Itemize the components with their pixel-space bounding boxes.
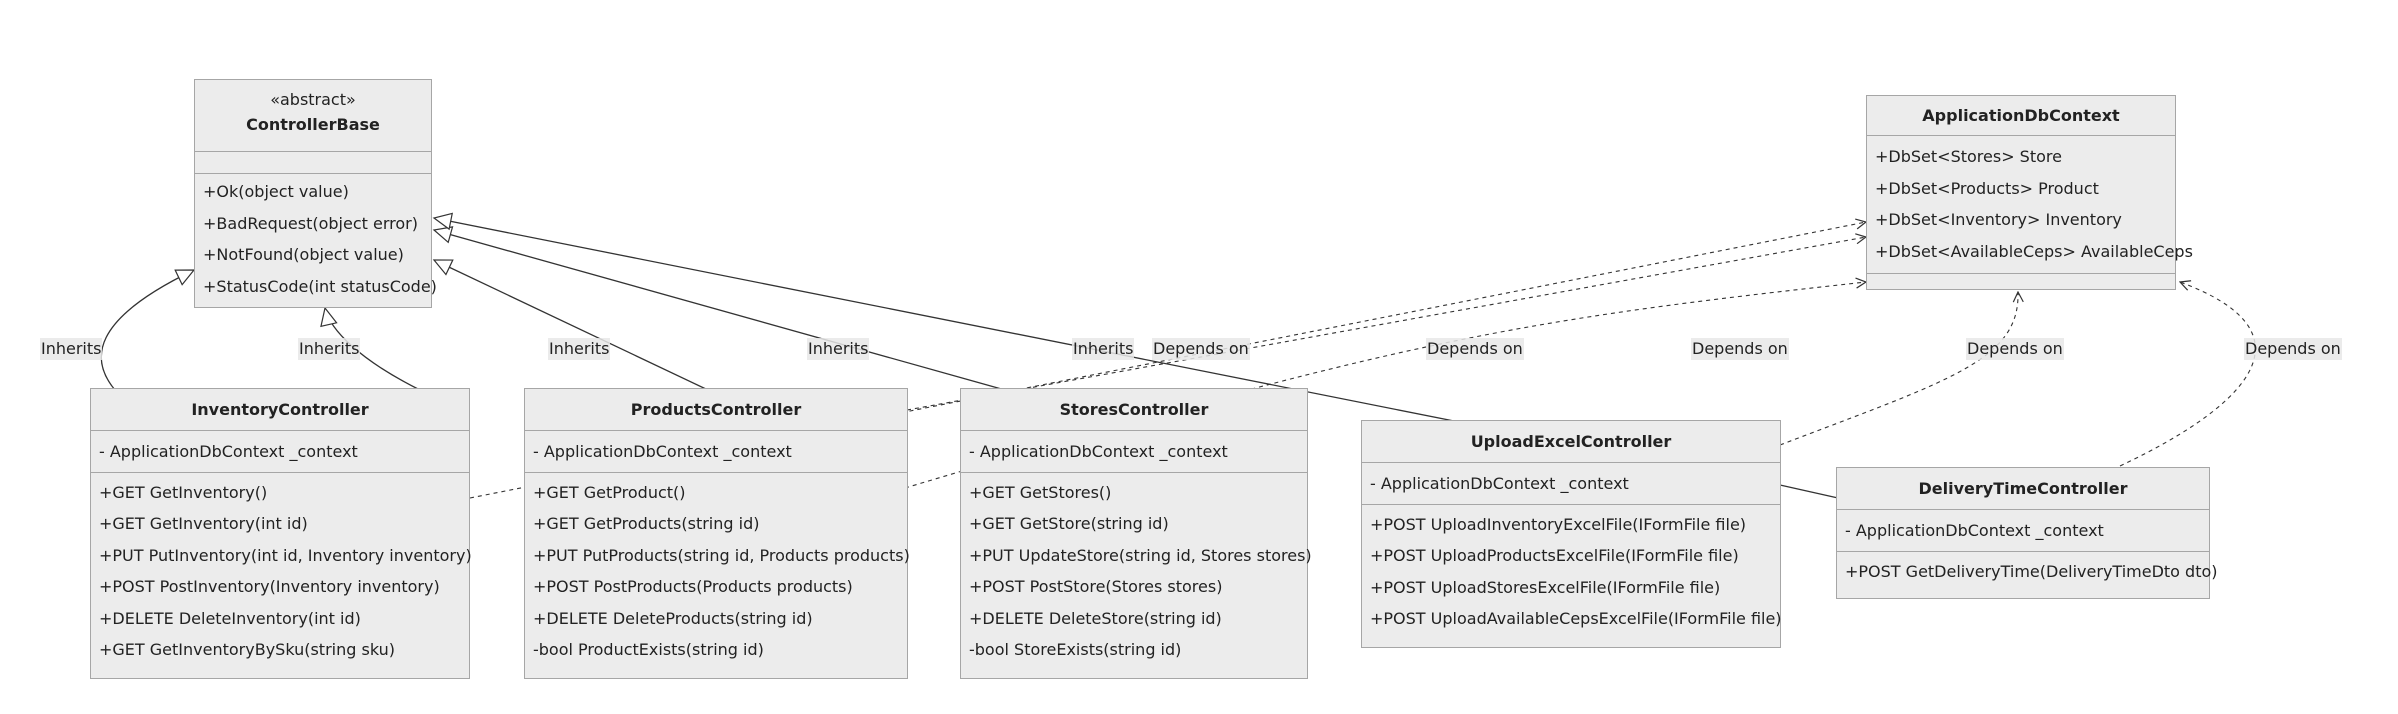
method: +GET GetProduct() — [533, 482, 686, 502]
method: +DELETE DeleteStore(string id) — [969, 608, 1222, 628]
class-name: StoresController — [1059, 400, 1209, 419]
method: +POST UploadAvailableCepsExcelFile(IForm… — [1370, 609, 1782, 628]
method: +GET GetStores() — [969, 482, 1112, 502]
class-name: ApplicationDbContext — [1922, 106, 2120, 125]
field: - ApplicationDbContext _context — [969, 442, 1228, 461]
method: +POST PostStore(Stores stores) — [969, 577, 1223, 596]
class-fields: +DbSet<Stores> Store +DbSet<Products> Pr… — [1867, 136, 2193, 274]
edge-inherits-upload — [432, 226, 1006, 391]
method: +PUT PutProducts(string id, Products pro… — [533, 545, 910, 565]
class-methods: +GET GetProduct() +GET GetProducts(strin… — [525, 473, 910, 672]
method: +DELETE DeleteProducts(string id) — [533, 608, 813, 628]
label-depends-inventory: Depends on — [1152, 338, 1250, 360]
label-depends-delivery: Depends on — [2244, 338, 2342, 360]
method: +POST UploadStoresExcelFile(IFormFile fi… — [1370, 577, 1721, 597]
class-methods: +GET GetInventory() +GET GetInventory(in… — [91, 473, 472, 672]
method: -bool ProductExists(string id) — [533, 640, 764, 659]
class-methods: +POST GetDeliveryTime(DeliveryTimeDto dt… — [1837, 552, 2218, 594]
edge-depends-products — [906, 237, 1866, 411]
label-depends-upload: Depends on — [1966, 338, 2064, 360]
method: +POST PostProducts(Products products) — [533, 577, 853, 596]
class-inventory-controller: InventoryController - ApplicationDbConte… — [90, 388, 472, 679]
field: +DbSet<AvailableCeps> AvailableCeps — [1875, 241, 2193, 261]
label-depends-products: Depends on — [1426, 338, 1524, 360]
class-fields — [195, 152, 431, 174]
field: +DbSet<Stores> Store — [1875, 147, 2062, 166]
method: +GET GetInventory() — [99, 482, 268, 502]
method: +StatusCode(int statusCode) — [203, 276, 437, 296]
method: +POST UploadProductsExcelFile(IFormFile … — [1370, 546, 1739, 565]
edge-depends-inventory — [469, 222, 1866, 499]
class-methods: +Ok(object value) +BadRequest(object err… — [195, 174, 437, 308]
field: - ApplicationDbContext _context — [99, 442, 358, 461]
class-methods: +GET GetStores() +GET GetStore(string id… — [961, 473, 1312, 672]
class-stereotype: «abstract» — [270, 90, 356, 109]
class-fields: - ApplicationDbContext _context — [961, 431, 1307, 473]
class-fields: - ApplicationDbContext _context — [91, 431, 469, 473]
label-inherits-delivery: Inherits — [1072, 338, 1135, 360]
method: -bool StoreExists(string id) — [969, 640, 1182, 659]
label-inherits-inventory: Inherits — [40, 338, 103, 360]
method: +GET GetInventoryBySku(string sku) — [99, 640, 395, 659]
class-products-controller: ProductsController - ApplicationDbContex… — [524, 388, 910, 679]
class-name: ControllerBase — [246, 115, 380, 134]
edge-inherits-delivery-tail — [1779, 484, 1839, 499]
label-inherits-products: Inherits — [298, 338, 361, 360]
method: +POST PostInventory(Inventory inventory) — [99, 577, 440, 596]
class-upload-excel-controller: UploadExcelController - ApplicationDbCon… — [1361, 420, 1782, 648]
class-fields: - ApplicationDbContext _context — [1362, 463, 1780, 505]
field: - ApplicationDbContext _context — [1845, 521, 2104, 540]
method: +PUT PutInventory(int id, Inventory inve… — [99, 545, 472, 565]
class-controller-base: «abstract» ControllerBase +Ok(object val… — [194, 79, 437, 308]
method: +NotFound(object value) — [203, 245, 404, 264]
class-name: InventoryController — [191, 400, 369, 419]
label-depends-stores: Depends on — [1691, 338, 1789, 360]
edge-depends-delivery — [2119, 282, 2256, 467]
method: +PUT UpdateStore(string id, Stores store… — [969, 545, 1312, 565]
field: +DbSet<Products> Product — [1875, 178, 2099, 198]
edge-inherits-stores — [432, 259, 709, 391]
field: - ApplicationDbContext _context — [533, 442, 792, 461]
method: +GET GetInventory(int id) — [99, 514, 308, 533]
class-name: ProductsController — [630, 400, 802, 419]
method: +GET GetStore(string id) — [969, 514, 1169, 533]
class-stores-controller: StoresController - ApplicationDbContext … — [960, 388, 1312, 679]
class-fields: - ApplicationDbContext _context — [1837, 510, 2209, 552]
edge-inherits-inventory — [100, 269, 196, 391]
method: +POST GetDeliveryTime(DeliveryTimeDto dt… — [1845, 561, 2218, 581]
class-delivery-time-controller: DeliveryTimeController - ApplicationDbCo… — [1836, 467, 2218, 599]
label-inherits-upload: Inherits — [807, 338, 870, 360]
class-name: DeliveryTimeController — [1918, 479, 2128, 498]
field: +DbSet<Inventory> Inventory — [1875, 210, 2122, 229]
method: +POST UploadInventoryExcelFile(IFormFile… — [1370, 514, 1747, 534]
method: +DELETE DeleteInventory(int id) — [99, 608, 361, 628]
class-methods — [1867, 274, 2175, 290]
method: +BadRequest(object error) — [203, 213, 418, 233]
class-fields: - ApplicationDbContext _context — [525, 431, 907, 473]
class-application-db-context: ApplicationDbContext +DbSet<Stores> Stor… — [1866, 95, 2193, 290]
method: +GET GetProducts(string id) — [533, 514, 760, 533]
edge-depends-upload — [1779, 292, 2018, 446]
class-methods: +POST UploadInventoryExcelFile(IFormFile… — [1362, 505, 1782, 641]
class-name: UploadExcelController — [1470, 432, 1672, 451]
field: - ApplicationDbContext _context — [1370, 474, 1629, 493]
method: +Ok(object value) — [203, 182, 349, 201]
label-inherits-stores: Inherits — [548, 338, 611, 360]
